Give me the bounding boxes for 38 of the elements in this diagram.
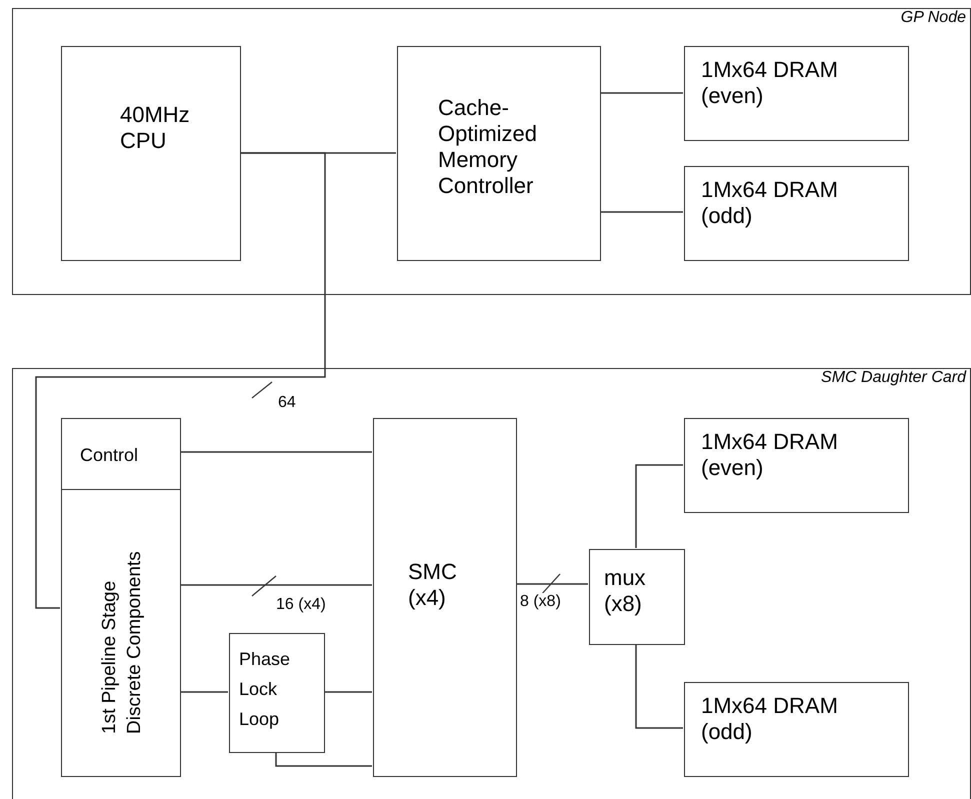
wire (35, 152, 326, 609)
wire (516, 583, 588, 585)
wire (635, 464, 683, 548)
block-box (397, 46, 601, 261)
block-label: SMC (x4) (408, 559, 458, 611)
wire (324, 691, 372, 693)
block-box (61, 46, 241, 261)
block-label: Cache-Optimized Memory Controller (438, 95, 538, 199)
block-label: 1Mx64 DRAM (even) (701, 57, 839, 109)
edge-label: 16 (x4) (275, 596, 327, 614)
block-box (61, 489, 181, 777)
wire (180, 584, 372, 586)
block-label: 1Mx64 DRAM (odd) (701, 693, 839, 745)
block-box (373, 418, 517, 777)
wire (600, 92, 683, 94)
board-title: GP Node (900, 9, 966, 27)
block-box (684, 166, 909, 261)
board-title: SMC Daughter Card (821, 369, 966, 387)
block-label: 1st Pipeline Stage Discrete Components (98, 550, 146, 734)
block-box (684, 682, 909, 777)
wire (275, 752, 372, 767)
block-label: mux (x8) (604, 565, 647, 617)
wire (180, 451, 372, 453)
wire (600, 211, 683, 213)
wire (180, 691, 228, 693)
block-box (684, 46, 909, 141)
block-label: Control (80, 444, 140, 467)
board-frame (12, 8, 971, 295)
edge-label: 8 (x8) (519, 593, 562, 611)
block-label: 1Mx64 DRAM (even) (701, 429, 839, 481)
block-label: Phase Lock Loop (239, 648, 292, 731)
wire (635, 644, 683, 729)
block-label: 40MHz CPU (120, 102, 191, 154)
block-box (589, 549, 685, 645)
block-box (684, 418, 909, 513)
block-box (61, 418, 181, 490)
block-box (229, 633, 325, 753)
block-label: 1Mx64 DRAM (odd) (701, 177, 839, 229)
